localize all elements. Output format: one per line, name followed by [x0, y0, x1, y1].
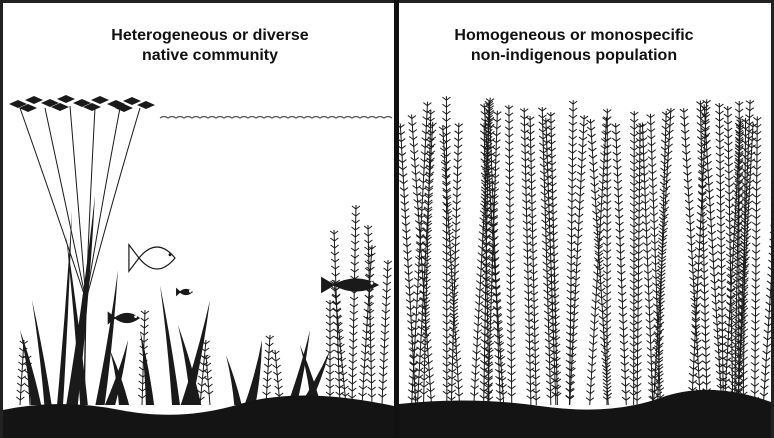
- plant-stem: [634, 111, 635, 405]
- native-feather-plant: [364, 225, 376, 405]
- lily-stem: [45, 108, 86, 300]
- water-surface-line: [160, 117, 392, 119]
- low-plant: [263, 335, 274, 405]
- native-community-panel: [3, 95, 394, 438]
- fish-eye: [169, 253, 172, 256]
- lily-pad: [57, 95, 75, 103]
- fish-body: [139, 247, 175, 269]
- fish-eye: [134, 315, 137, 318]
- lily-stem: [20, 108, 86, 300]
- native-feather-plant: [378, 260, 392, 405]
- left-title-line2: native community: [40, 46, 380, 66]
- grass-blade: [57, 210, 72, 405]
- milfoil-stem-icon: [696, 101, 710, 405]
- lily-stem: [86, 108, 120, 300]
- lily-pad: [91, 96, 109, 104]
- small-fish-icon: [177, 289, 192, 295]
- milfoil-canopy-icon: [396, 96, 774, 405]
- milfoil-stem-icon: [587, 119, 612, 405]
- milfoil-stem-icon: [633, 123, 644, 405]
- invasive-population-panel: [396, 96, 774, 438]
- milfoil-stem-icon: [566, 100, 578, 405]
- panel-divider: [394, 0, 399, 438]
- lily-pad: [25, 96, 43, 104]
- left-panel-title: Heterogeneous or diverse native communit…: [40, 26, 380, 66]
- milfoil-stem-icon: [751, 116, 762, 405]
- plant-stem: [637, 123, 640, 405]
- milfoil-stem-icon: [630, 111, 639, 405]
- right-title-line1: Homogeneous or monospecific: [404, 26, 744, 46]
- lily-pad: [137, 101, 155, 109]
- milfoil-stem-icon: [566, 115, 588, 405]
- grass-blade: [160, 285, 180, 405]
- right-panel-title: Homogeneous or monospecific non-indigeno…: [404, 26, 744, 66]
- right-title-line2: non-indigenous population: [404, 46, 744, 66]
- fish-eye: [370, 282, 373, 285]
- milfoil-stem-icon: [414, 122, 437, 405]
- sunfish-icon: [129, 245, 175, 271]
- tall-grass-icon: [20, 195, 330, 405]
- lily-pad: [123, 97, 141, 105]
- milfoil-stem-icon: [520, 108, 535, 405]
- left-title-line1: Heterogeneous or diverse: [40, 26, 380, 46]
- plant-stem: [334, 280, 346, 405]
- fish-tail: [177, 289, 180, 295]
- milfoil-stem-icon: [612, 123, 630, 405]
- floating-leaves-icon: [9, 95, 155, 112]
- fish-eye: [189, 290, 192, 293]
- lily-stem: [70, 106, 86, 300]
- fish-tail: [129, 245, 139, 271]
- milfoil-stem-icon: [447, 123, 462, 405]
- native-feather-plant: [326, 300, 334, 405]
- native-feather-plant: [348, 205, 360, 405]
- grass-blade: [245, 340, 262, 405]
- milfoil-stem-icon: [505, 105, 516, 405]
- grass-blade: [226, 355, 242, 405]
- native-feather-plant: [330, 230, 344, 405]
